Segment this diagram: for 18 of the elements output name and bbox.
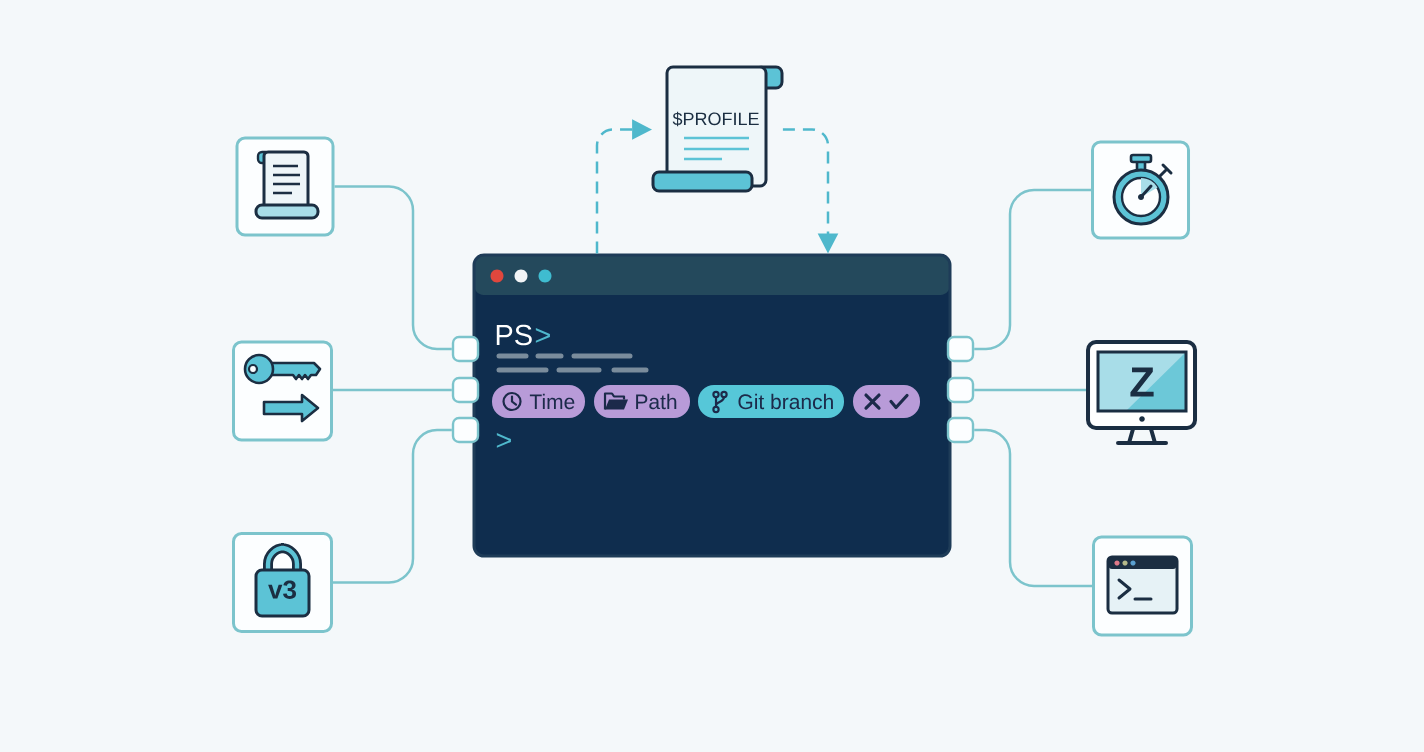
tag-pill: Git branch <box>698 385 844 418</box>
connector-port <box>451 335 480 363</box>
scroll-document: $PROFILE <box>651 65 784 193</box>
prompt-sign: > <box>535 328 550 343</box>
padlock: v3 <box>254 543 311 618</box>
connector-port <box>946 376 975 404</box>
connector-port <box>451 376 480 404</box>
connector-port <box>451 416 480 444</box>
connector-line <box>334 185 452 351</box>
monitor: Z <box>1086 340 1197 445</box>
connector-line <box>333 388 452 392</box>
connector-line <box>974 428 1092 588</box>
connector-line <box>974 188 1091 351</box>
connector-line <box>333 428 452 584</box>
connector-line <box>974 388 1086 392</box>
prompt-sign: > <box>496 433 511 448</box>
connector-port <box>946 416 975 444</box>
connector-port <box>946 335 975 363</box>
